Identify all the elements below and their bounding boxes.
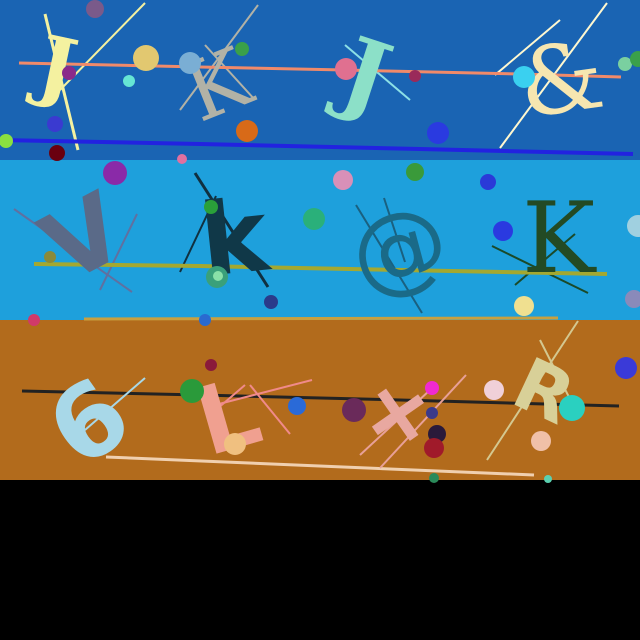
noise-dot [303,208,325,230]
noise-line [486,320,579,461]
noise-dot [333,170,353,190]
noise-dot [531,431,551,451]
noise-dot [47,116,63,132]
noise-dot [199,314,211,326]
band-middle [0,160,640,320]
noise-line [0,138,634,156]
noise-line [13,208,133,293]
noise-line [249,384,291,435]
noise-dot [335,58,357,80]
noise-dot [205,359,217,371]
noise-line [204,44,256,101]
noise-dot [615,357,637,379]
noise-line [21,389,620,408]
noise-line [383,197,406,263]
noise-dot [179,52,201,74]
noise-dot [235,42,249,56]
noise-dot [425,381,439,395]
noise-dot [427,122,449,144]
noise-dot [429,473,439,483]
noise-dot [86,0,104,18]
noise-line [83,316,559,321]
noise-dot [630,51,640,67]
noise-dot [204,200,218,214]
noise-line [514,233,576,286]
noise-dot [62,66,76,80]
noise-dot [0,134,13,148]
noise-dot [513,66,535,88]
noise-line [539,339,574,406]
noise-dot [625,290,640,308]
noise-dot [133,45,159,71]
noise-dot [484,380,504,400]
noise-line [99,213,138,291]
noise-line [84,377,146,431]
noise-dot [224,433,246,455]
noise-line [491,245,589,294]
noise-dot [264,295,278,309]
captcha-char-8: K [522,182,597,296]
noise-dot [213,271,223,281]
noise-dot [123,75,135,87]
noise-line [344,44,411,101]
noise-dot [627,215,640,237]
noise-dot [103,161,127,185]
noise-dot [180,379,204,403]
noise-dot [406,163,424,181]
noise-line [355,204,423,314]
noise-dot [493,221,513,241]
noise-dot [288,397,306,415]
noise-dot [559,395,585,421]
noise-line [379,374,467,469]
noise-dot [177,154,187,164]
noise-dot [28,314,40,326]
noise-line [43,13,80,151]
noise-line [179,4,259,111]
band-bottom [0,320,640,480]
noise-dot [480,174,496,190]
noise-line [214,379,313,406]
noise-line [33,262,608,276]
noise-dot [409,70,421,82]
noise-dot [514,296,534,316]
noise-dot [342,398,366,422]
noise-line [209,384,246,416]
noise-dot [426,407,438,419]
noise-dot [544,475,552,483]
noise-dot [49,145,65,161]
noise-dot [618,57,632,71]
noise-dot [44,251,56,263]
noise-dot [236,120,258,142]
noise-line [494,19,561,76]
black-area [0,480,640,640]
noise-line [359,389,431,456]
noise-line [105,455,535,477]
noise-dot [424,438,444,458]
